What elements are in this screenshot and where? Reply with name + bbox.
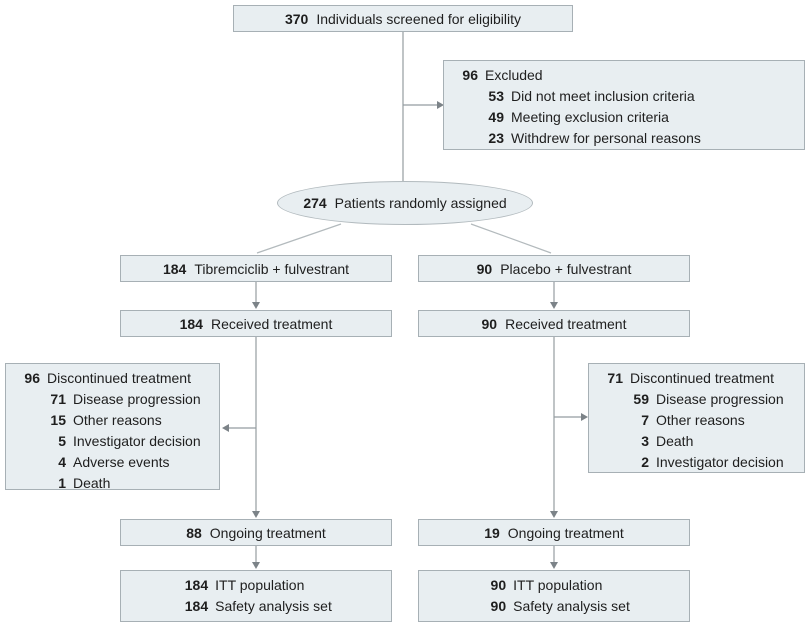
population-item: 184 Safety analysis set bbox=[180, 596, 332, 617]
population-item: 90 Safety analysis set bbox=[478, 596, 630, 617]
screened-box: 370 Individuals screened for eligibility bbox=[233, 5, 573, 32]
discontinued-left-box: 96 Discontinued treatment 71 Disease progr… bbox=[5, 363, 220, 491]
discontinued-right-box: 71 Discontinued treatment 59 Disease progr… bbox=[588, 363, 805, 473]
discontinued-title: 71 Discontinued treatment bbox=[599, 368, 800, 389]
discontinued-item: 1 Death bbox=[16, 473, 215, 494]
label: Safety analysis set bbox=[215, 598, 332, 614]
count: 59 bbox=[633, 391, 649, 407]
ongoing-treatment-left-box: 88 Ongoing treatment bbox=[120, 519, 392, 546]
randomized-oval: 274 Patients randomly assigned bbox=[277, 181, 533, 225]
tibremciclib-arm-box: 184 Tibremciclib + fulvestrant bbox=[120, 255, 392, 282]
label: Disease progression bbox=[656, 391, 784, 407]
label: Safety analysis set bbox=[513, 598, 630, 614]
label: Adverse events bbox=[73, 454, 170, 470]
label: Investigator decision bbox=[656, 454, 784, 470]
excluded-item: 53 Did not meet inclusion criteria bbox=[454, 86, 800, 107]
count: 96 bbox=[462, 67, 478, 83]
excluded-item: 23 Withdrew for personal reasons bbox=[454, 128, 800, 149]
label: ITT population bbox=[215, 577, 305, 593]
discontinued-item: 5 Investigator decision bbox=[16, 431, 215, 452]
count: 4 bbox=[58, 454, 66, 470]
count: 7 bbox=[641, 412, 649, 428]
count: 19 bbox=[484, 524, 500, 541]
discontinued-item: 4 Adverse events bbox=[16, 452, 215, 473]
count: 23 bbox=[488, 130, 504, 146]
count: 96 bbox=[24, 370, 40, 386]
discontinued-title: 96 Discontinued treatment bbox=[16, 368, 215, 389]
count: 2 bbox=[641, 454, 649, 470]
label: Excluded bbox=[485, 67, 543, 83]
count: 90 bbox=[481, 315, 498, 332]
label: Withdrew for personal reasons bbox=[511, 130, 701, 146]
received-treatment-right-box: 90 Received treatment bbox=[418, 310, 690, 337]
count: 53 bbox=[488, 88, 504, 104]
label: Meeting exclusion criteria bbox=[511, 109, 669, 125]
count: 15 bbox=[50, 412, 66, 428]
randomized-label: Patients randomly assigned bbox=[334, 195, 507, 211]
population-item: 90 ITT population bbox=[478, 575, 630, 596]
label: Investigator decision bbox=[73, 433, 201, 449]
screened-label: Individuals screened for eligibility bbox=[316, 10, 522, 27]
count: 90 bbox=[490, 598, 507, 614]
count: 3 bbox=[641, 433, 649, 449]
label: Did not meet inclusion criteria bbox=[511, 88, 695, 104]
randomized-count: 274 bbox=[303, 195, 327, 211]
count: 71 bbox=[50, 391, 66, 407]
count: 1 bbox=[58, 475, 66, 491]
label: Discontinued treatment bbox=[47, 370, 191, 386]
count: 49 bbox=[488, 109, 504, 125]
count: 71 bbox=[607, 370, 623, 386]
label: Received treatment bbox=[505, 315, 627, 332]
excluded-title: 96 Excluded bbox=[454, 65, 800, 86]
label: Ongoing treatment bbox=[209, 524, 326, 541]
excluded-box: 96 Excluded 53 Did not meet inclusion crit… bbox=[443, 60, 805, 150]
discontinued-item: 59 Disease progression bbox=[599, 389, 800, 410]
discontinued-item: 3 Death bbox=[599, 431, 800, 452]
label: Other reasons bbox=[73, 412, 162, 428]
placebo-arm-box: 90 Placebo + fulvestrant bbox=[418, 255, 690, 282]
label: Ongoing treatment bbox=[507, 524, 624, 541]
label: Discontinued treatment bbox=[630, 370, 774, 386]
label: Disease progression bbox=[73, 391, 201, 407]
screened-count: 370 bbox=[284, 10, 309, 27]
discontinued-item: 7 Other reasons bbox=[599, 410, 800, 431]
received-treatment-left-box: 184 Received treatment bbox=[120, 310, 392, 337]
label: Received treatment bbox=[210, 315, 333, 332]
discontinued-item: 15 Other reasons bbox=[16, 410, 215, 431]
population-item: 184 ITT population bbox=[180, 575, 332, 596]
count: 184 bbox=[184, 577, 209, 593]
label: Placebo + fulvestrant bbox=[500, 260, 632, 277]
discontinued-item: 2 Investigator decision bbox=[599, 452, 800, 473]
label: Death bbox=[73, 475, 111, 491]
count: 5 bbox=[58, 433, 66, 449]
count: 184 bbox=[162, 260, 187, 277]
count: 90 bbox=[490, 577, 507, 593]
count: 184 bbox=[184, 598, 209, 614]
count: 90 bbox=[476, 260, 493, 277]
count: 184 bbox=[179, 315, 203, 332]
label: Tibremciclib + fulvestrant bbox=[194, 260, 350, 277]
label: ITT population bbox=[513, 577, 603, 593]
ongoing-treatment-right-box: 19 Ongoing treatment bbox=[418, 519, 690, 546]
discontinued-item: 71 Disease progression bbox=[16, 389, 215, 410]
excluded-item: 49 Meeting exclusion criteria bbox=[454, 107, 800, 128]
label: Other reasons bbox=[656, 412, 745, 428]
count: 88 bbox=[186, 524, 202, 541]
label: Death bbox=[656, 433, 694, 449]
